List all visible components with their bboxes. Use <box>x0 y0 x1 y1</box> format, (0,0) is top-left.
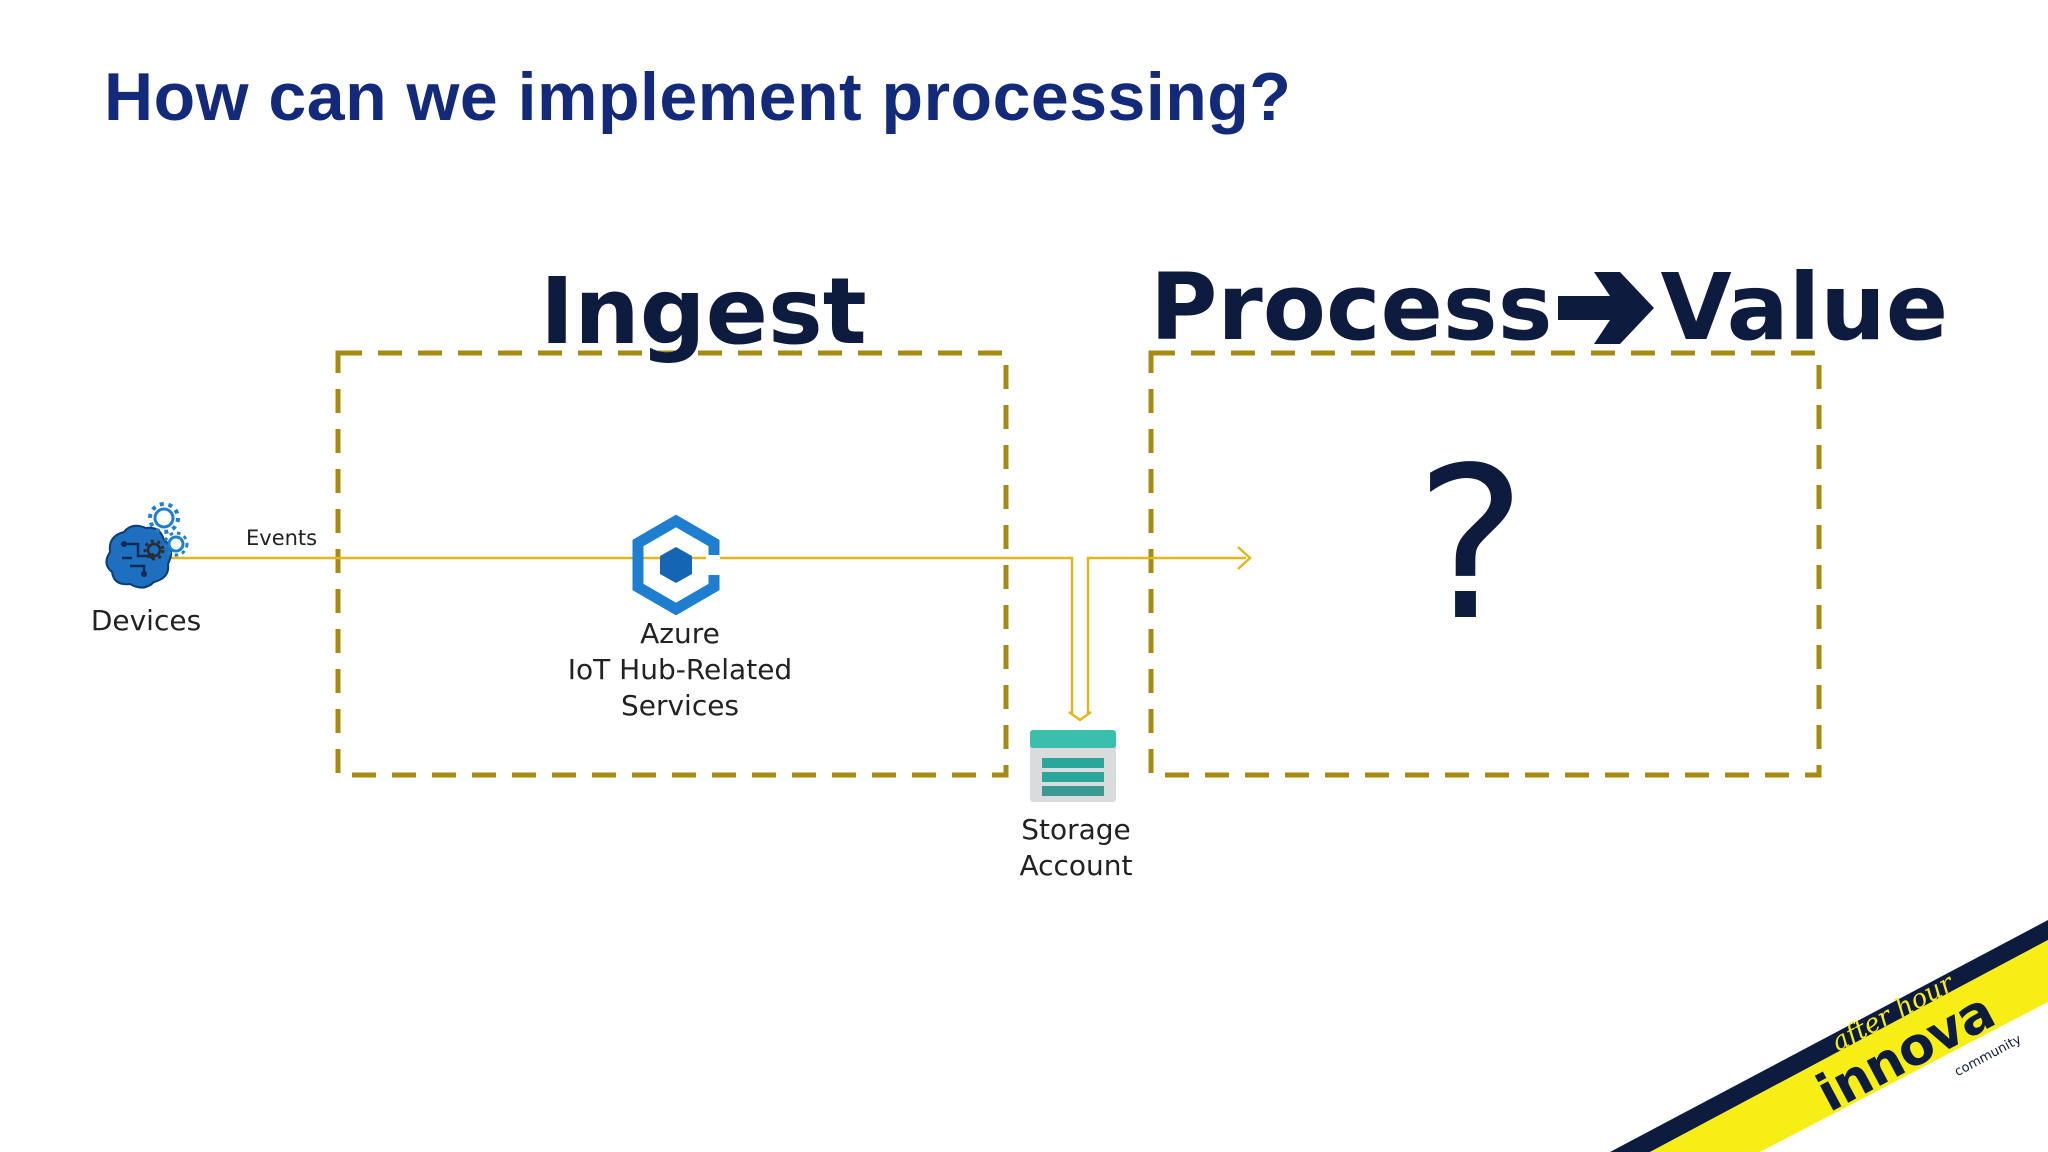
events-label: Events <box>246 526 318 550</box>
process-box <box>1148 350 1822 778</box>
slide-title: How can we implement processing? <box>104 59 1292 135</box>
storage-flow-line <box>1086 556 1246 714</box>
gear-icon <box>148 502 180 534</box>
storage-account-label: Storage Account <box>976 812 1176 884</box>
events-flow-line <box>160 556 1074 714</box>
section-heading-process-value: Process Value <box>1150 262 1948 354</box>
gear-icon <box>143 539 165 561</box>
brand-band <box>1610 920 2048 1152</box>
gear-icon <box>163 531 189 557</box>
iot-hub-label-line: Services <box>620 689 740 722</box>
iot-hub-icon <box>632 514 720 616</box>
iot-hub-label-line: Azure <box>640 617 720 650</box>
question-mark: ? <box>1415 422 1527 667</box>
ingest-box <box>335 350 1009 778</box>
section-heading-value: Value <box>1660 254 1949 361</box>
process-arrowhead <box>1237 546 1252 570</box>
storage-label-line: Storage <box>1021 813 1131 846</box>
section-heading-ingest: Ingest <box>540 258 867 365</box>
devices-label: Devices <box>90 604 202 637</box>
iot-hub-label: Azure IoT Hub-Related Services <box>520 616 840 724</box>
iot-hub-label-line: IoT Hub-Related <box>567 653 793 686</box>
storage-account-icon <box>1030 730 1116 802</box>
storage-arrowhead <box>1068 710 1092 722</box>
devices-icon <box>105 524 173 589</box>
section-heading-process: Process <box>1150 254 1553 361</box>
storage-label-line: Account <box>1019 849 1133 882</box>
arrow-right-icon <box>1558 272 1655 344</box>
